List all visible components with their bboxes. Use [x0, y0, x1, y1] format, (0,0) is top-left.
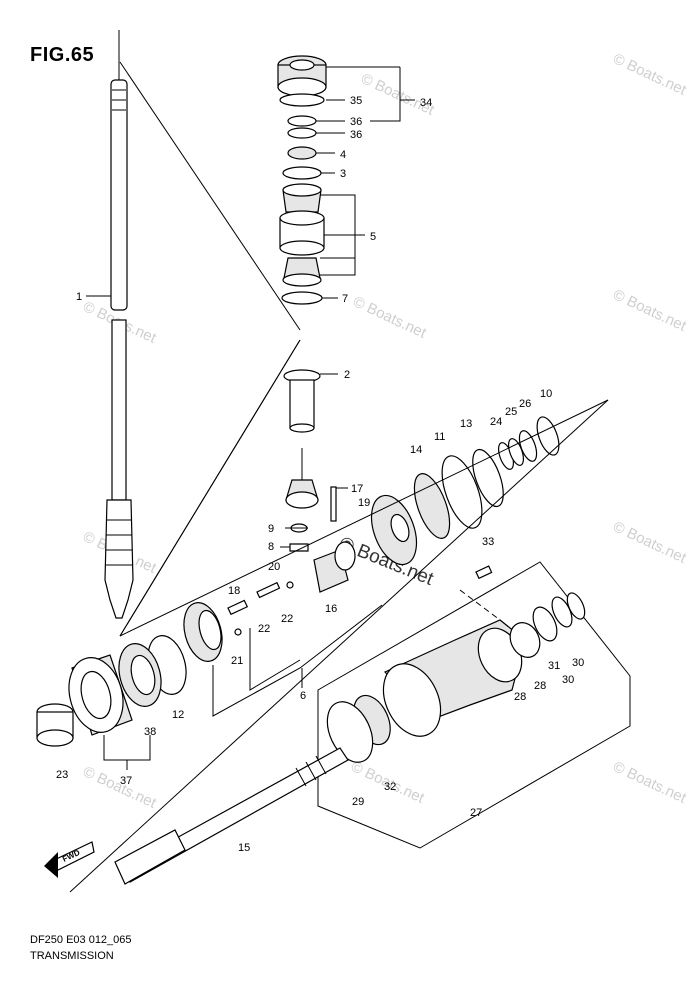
o-ring: [326, 701, 374, 763]
oil-seal: [532, 606, 558, 642]
callout-21: 21: [231, 655, 243, 667]
callout-28a: 28: [514, 691, 526, 703]
watermark: © Boats.net: [610, 518, 689, 567]
callout-13: 13: [460, 418, 472, 430]
callout-30a: 30: [572, 657, 584, 669]
callout-20: 20: [268, 561, 280, 573]
callout-10: 10: [540, 388, 552, 400]
callout-14: 14: [410, 444, 422, 456]
callout-12: 12: [172, 709, 184, 721]
watermark: © Boats.net: [80, 763, 159, 812]
callout-28b: 28: [534, 680, 546, 692]
clutch-dog: [313, 541, 356, 593]
leader-line: [249, 628, 301, 691]
pinion-bearing-stack: [277, 55, 327, 305]
callout-labels: 1 2 3 4 5 6 7 8 9 10 11 12 13 14 15 16 1…: [56, 95, 584, 854]
bushing: [36, 703, 74, 747]
pinion-gear: [285, 448, 319, 509]
callout-25: 25: [505, 406, 517, 418]
watermark: © Boats.net: [358, 70, 437, 119]
guide-line: [119, 61, 301, 331]
callout-36b: 36: [350, 129, 362, 141]
callout-26: 26: [519, 398, 531, 410]
drawing-code: DF250 E03 012_065: [30, 934, 132, 946]
dashed-leader: [459, 589, 501, 621]
callout-15: 15: [238, 842, 250, 854]
pin: [330, 486, 337, 522]
callout-4: 4: [340, 149, 346, 161]
callout-34: 34: [420, 97, 432, 109]
spring: [256, 581, 281, 599]
callout-7: 7: [342, 293, 348, 305]
callout-37: 37: [120, 775, 132, 787]
callout-32: 32: [384, 781, 396, 793]
watermark: © Boats.net: [610, 286, 689, 335]
callout-33: 33: [482, 536, 494, 548]
pin: [234, 628, 242, 636]
shift-rod: [227, 599, 249, 616]
callout-2: 2: [344, 369, 350, 381]
callout-3: 3: [340, 168, 346, 180]
figure-title: FIG.65: [30, 44, 95, 66]
callout-18: 18: [228, 585, 240, 597]
callout-9: 9: [268, 523, 274, 535]
guide-line: [119, 399, 609, 637]
section-name: TRANSMISSION: [30, 950, 114, 962]
drive-shaft: [104, 30, 134, 619]
callout-31: 31: [548, 660, 560, 672]
callout-11: 11: [434, 431, 445, 443]
prop-shaft-housing-box: [317, 561, 631, 849]
reverse-gear: [183, 602, 223, 662]
guide-line: [119, 339, 301, 637]
prop-shaft-housing: [382, 619, 541, 737]
callout-19: 19: [358, 497, 370, 509]
ring: [518, 430, 538, 462]
watermark: © Boats.net: [610, 758, 689, 807]
ring: [536, 416, 560, 456]
callout-22b: 22: [281, 613, 293, 625]
guide-line: [69, 399, 609, 893]
forward-gear: [370, 494, 418, 566]
callout-29: 29: [352, 796, 364, 808]
leader-line: [212, 604, 383, 717]
callout-30b: 30: [562, 674, 574, 686]
washer: [472, 448, 504, 508]
sleeve: [283, 369, 321, 433]
watermark: © Boats.net: [610, 50, 689, 99]
callout-27: 27: [470, 807, 482, 819]
fwd-arrow-icon: FWD: [44, 841, 95, 878]
shim: [441, 455, 483, 529]
watermark: © Boats.net: [350, 293, 429, 342]
pin: [286, 581, 294, 589]
callout-23: 23: [56, 769, 68, 781]
callout-16: 16: [325, 603, 337, 615]
bearing-housing: [68, 654, 133, 736]
callout-5: 5: [370, 231, 376, 243]
callout-24: 24: [490, 416, 502, 428]
oil-seal: [566, 592, 586, 620]
propeller-shaft: [114, 747, 349, 885]
leader-line: [103, 735, 151, 761]
callout-38: 38: [144, 726, 156, 738]
callout-1: 1: [76, 291, 82, 303]
callout-17: 17: [351, 483, 363, 495]
callout-36a: 36: [350, 116, 362, 128]
callout-8: 8: [268, 541, 274, 553]
callout-6: 6: [300, 690, 306, 702]
callout-35: 35: [350, 95, 362, 107]
callout-22a: 22: [258, 623, 270, 635]
bolt: [475, 565, 493, 580]
nut: [289, 543, 309, 552]
